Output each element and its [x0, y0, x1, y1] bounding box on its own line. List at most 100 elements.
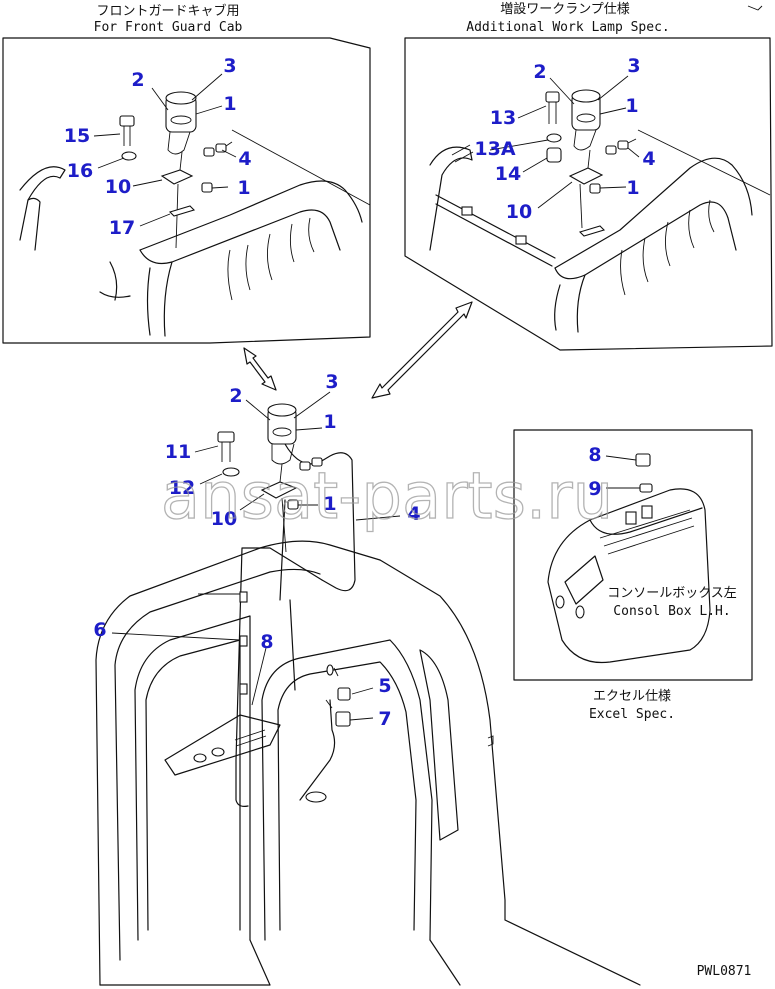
console-body [547, 488, 711, 664]
callout-label: 14 [495, 163, 521, 185]
washer [546, 133, 562, 143]
callout-label: 1 [625, 95, 638, 117]
cab-window-lines [227, 217, 315, 301]
console-switch-rows [599, 509, 695, 555]
cab-roof-edge [139, 180, 363, 251]
work-lamp [165, 91, 197, 155]
work-lamp-leaders [489, 75, 771, 209]
connector [203, 141, 233, 157]
callout-label: 1 [323, 411, 336, 433]
callout-label: 13 [490, 107, 516, 129]
work-lamp-view: 増設ワークランプ仕様 Additional Work Lamp Spec. [404, 1, 773, 351]
drawing-code: PWL0871 [697, 964, 752, 979]
callout-label: 2 [229, 385, 242, 407]
terminal [326, 664, 334, 676]
bolt [545, 91, 560, 124]
cab-pillar-inner [163, 261, 173, 337]
front-guard-leaders [93, 73, 371, 227]
cab-window-lines-right [620, 199, 715, 296]
leader [605, 455, 637, 461]
roof-grommet [305, 791, 327, 803]
front-window-inner [145, 639, 241, 931]
nut [589, 183, 601, 194]
lamp-bracket [260, 463, 298, 553]
nut [201, 182, 213, 193]
callout-label: 1 [237, 177, 250, 199]
reference-arrows [243, 301, 473, 399]
double-arrow-right [371, 301, 473, 399]
washer [222, 467, 240, 477]
connector [605, 138, 637, 155]
bar-clamp [461, 206, 473, 216]
relay [337, 687, 351, 701]
lamp-bracket [568, 149, 604, 229]
cab-roof-inner [139, 209, 341, 265]
callout-label: 4 [238, 148, 251, 170]
work-lamp-frame [404, 37, 773, 351]
cab-floor [99, 939, 461, 986]
washer [121, 151, 137, 161]
callout-label: 1 [626, 177, 639, 199]
spacer [546, 147, 562, 163]
work-lamp-caption-jp: 増設ワークランプ仕様 [500, 1, 630, 17]
callout-label: 1 [323, 493, 336, 515]
front-guard-caption-en: For Front Guard Cab [94, 20, 243, 35]
clip [168, 205, 196, 217]
watermark-text: ansat-parts.ru [161, 460, 613, 534]
relay [335, 711, 351, 727]
callout-label: 6 [93, 619, 106, 641]
switch-9 [639, 483, 653, 493]
corner-mark [747, 5, 763, 11]
callout-label: 10 [211, 508, 237, 530]
front-window [134, 615, 251, 941]
callout-label: 11 [165, 441, 191, 463]
console-switch [641, 505, 653, 519]
console-caption-en: Consol Box L.H. [613, 604, 730, 619]
callout-label: 3 [223, 55, 236, 77]
door-inner [277, 661, 417, 931]
bar-clip [451, 144, 474, 163]
console-panel [564, 555, 604, 605]
console-switch [625, 511, 637, 525]
callout-label: 9 [588, 478, 601, 500]
harness-clip [239, 635, 248, 647]
switch-8 [635, 453, 651, 467]
cab-pillar-left [146, 267, 151, 336]
callout-label: 3 [627, 55, 640, 77]
relay-wire [325, 667, 339, 709]
cab-right-edge [379, 559, 641, 986]
callout-label: 2 [533, 61, 546, 83]
bolt [217, 431, 235, 462]
callout-label: 16 [67, 160, 93, 182]
work-lamp [571, 89, 601, 151]
nut [287, 499, 299, 510]
cab-pillar-right [554, 274, 586, 333]
callout-label: 12 [169, 477, 195, 499]
callout-label: 10 [105, 176, 131, 198]
front-guard-frame [2, 37, 371, 344]
excel-caption-jp: エクセル仕様 [593, 689, 671, 704]
cab-left-edge [95, 540, 381, 986]
callout-label: 17 [109, 217, 135, 239]
main-cab-view: 3 2 1 11 12 10 1 4 6 8 5 7 [93, 371, 641, 986]
cab-roof-edge-right [554, 157, 753, 269]
callout-label: 8 [260, 631, 273, 653]
front-guard-bar [19, 166, 66, 241]
callout-label: 4 [642, 148, 655, 170]
callout-label: 4 [407, 503, 420, 525]
clip [578, 225, 606, 237]
callout-label: 10 [506, 201, 532, 223]
rear-window [419, 649, 459, 841]
console-caption-jp: コンソールボックス左 [607, 586, 737, 601]
lamp-bar [429, 146, 473, 251]
callout-label: 8 [588, 444, 601, 466]
door-handle [487, 735, 494, 747]
callout-label: 3 [325, 371, 338, 393]
harness-drop [279, 499, 296, 691]
cab-roof-inner-right [554, 201, 737, 280]
front-guard-cab-view: フロントガードキャブ用 For Front Guard Cab [2, 3, 371, 344]
gauge [211, 747, 225, 757]
console-box-view: 8 9 コンソールボックス左 Consol Box L.H. エクセル仕様 Ex… [513, 429, 753, 722]
gauge [193, 753, 207, 763]
